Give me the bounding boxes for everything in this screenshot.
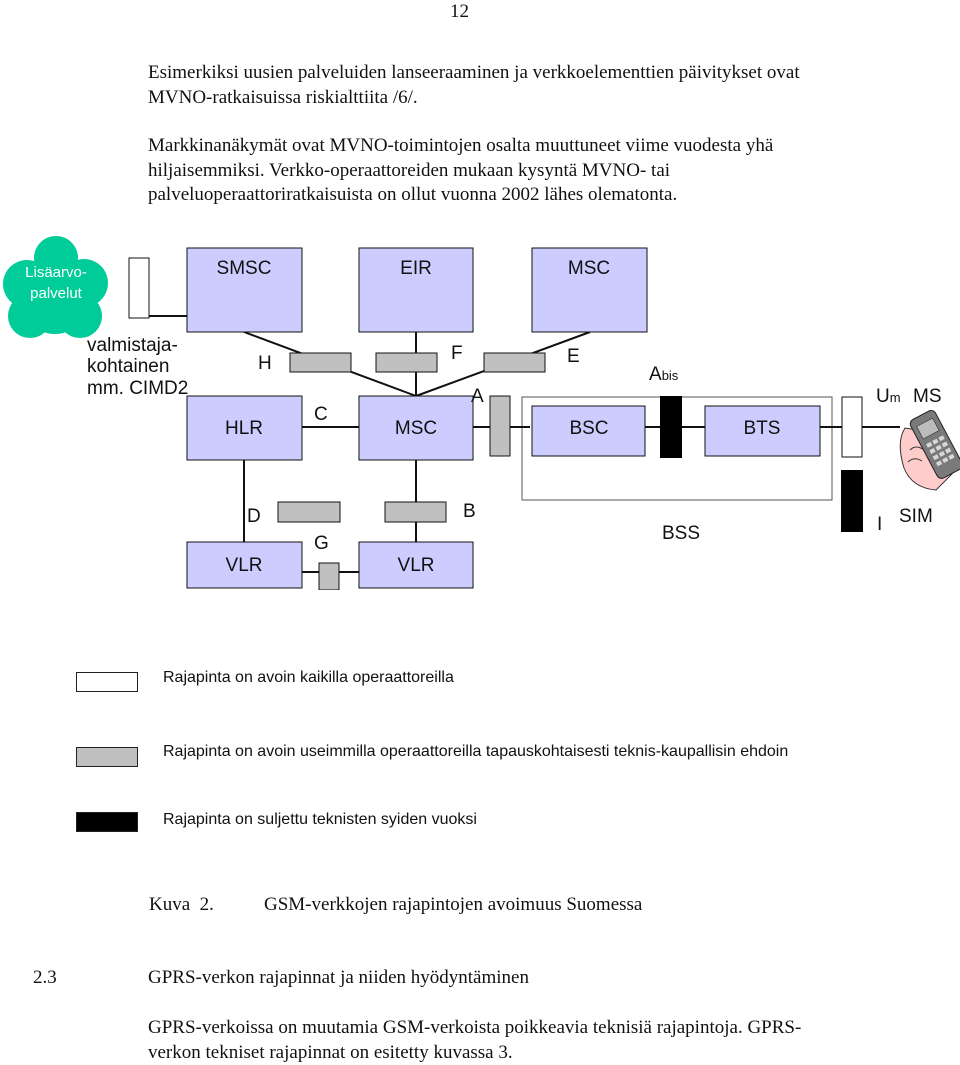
interface-label-b: B — [463, 501, 476, 522]
node-vlr-left — [186, 541, 303, 589]
paragraph-line: hiljaisemmiksi. Verkko-operaattoreiden m… — [148, 159, 671, 181]
interface-marker-e — [483, 352, 546, 373]
node-msc-top-label: MSC — [568, 258, 610, 279]
paragraph-line: GPRS-verkoissa on muutamia GSM-verkoista… — [148, 1017, 802, 1038]
interface-label-abis: Abis — [649, 364, 679, 385]
interface-marker-um — [841, 396, 863, 458]
node-vlr-right — [358, 541, 474, 589]
interface-label-c: C — [314, 404, 328, 425]
interface-label-e: E — [567, 346, 580, 367]
interface-label-abis-main: A — [649, 364, 662, 385]
legend-text-closed: Rajapinta on suljettu teknisten syiden v… — [163, 811, 477, 828]
interface-label-h: H — [258, 353, 272, 374]
node-hlr — [186, 395, 303, 461]
cloud-note-line-3: mm. CIMD2 — [87, 378, 188, 399]
cloud-note-line-1: valmistaja- — [87, 335, 178, 356]
legend-swatch-open — [76, 672, 138, 692]
paragraph-2: Markkinanäkymät ovat MVNO-toimintojen os… — [148, 134, 773, 208]
node-bts-label: BTS — [744, 418, 781, 439]
node-msc-center-label: MSC — [395, 418, 437, 439]
interface-markers-open — [128, 257, 863, 458]
section-number: 2.3 — [33, 967, 57, 988]
interface-markers-closed — [660, 396, 863, 532]
node-msc-top — [531, 247, 648, 333]
interface-marker-abis — [660, 396, 682, 458]
interface-marker-cloud — [128, 257, 150, 319]
interface-label-ms: MS — [913, 386, 942, 407]
section-title: GPRS-verkon rajapinnat ja niiden hyödynt… — [148, 967, 529, 988]
section-body: GPRS-verkoissa on muutamia GSM-verkoista… — [148, 1016, 801, 1065]
interface-marker-i — [841, 470, 863, 532]
interface-marker-g-visible — [318, 562, 340, 590]
interface-markers-partial — [277, 352, 546, 590]
node-smsc — [186, 247, 303, 333]
figure-caption-text: GSM-verkkojen rajapintojen avoimuus Suom… — [264, 894, 643, 915]
bss-label: BSS — [662, 523, 700, 544]
legend-text-partial: Rajapinta on avoin useimmilla operaattor… — [163, 743, 789, 760]
connection-lines — [140, 315, 900, 573]
interface-labels: H C F A E Abis Um MS D G B I SIM — [247, 343, 942, 554]
cloud-label-line-2: palvelut — [30, 285, 83, 302]
legend-text-open: Rajapinta on avoin kaikilla operaattorei… — [163, 669, 454, 686]
interface-label-g: G — [314, 533, 329, 554]
interface-label-um-main: U — [876, 386, 890, 407]
node-vlr-right-label: VLR — [398, 555, 435, 576]
mobile-phone-icon — [899, 409, 960, 491]
network-nodes — [186, 247, 821, 589]
interface-label-i: I — [877, 514, 882, 535]
node-hlr-label: HLR — [225, 418, 263, 439]
interface-label-sim: SIM — [899, 506, 933, 527]
gsm-interface-diagram: Lisäarvo- palvelut valmistaja- kohtainen… — [3, 236, 960, 590]
node-msc-center — [358, 395, 474, 461]
legend-swatch-partial — [76, 747, 138, 767]
node-bsc — [531, 405, 646, 457]
paragraph-line: verkon tekniset rajapinnat on esitetty k… — [148, 1041, 513, 1063]
legend-swatch-closed — [76, 812, 138, 832]
paragraph-line: palveluoperaattoriratkaisuista on ollut … — [148, 184, 678, 205]
node-eir-label: EIR — [400, 258, 432, 279]
value-added-services-cloud — [3, 236, 108, 338]
node-eir — [358, 247, 474, 333]
interface-label-d: D — [247, 506, 261, 527]
cloud-label-line-1: Lisäarvo- — [25, 264, 87, 281]
node-bsc-label: BSC — [569, 418, 608, 439]
interface-label-um: Um — [876, 386, 901, 407]
interface-label-f: F — [451, 343, 463, 364]
interface-marker-h — [289, 352, 352, 373]
paragraph-line: Markkinanäkymät ovat MVNO-toimintojen os… — [148, 135, 774, 156]
interface-marker-d — [277, 501, 341, 523]
paragraph-line: Esimerkiksi uusien palveluiden lanseeraa… — [148, 62, 800, 83]
node-bts — [704, 405, 821, 457]
interface-marker-f — [375, 352, 438, 373]
figure-caption-label: Kuva 2. — [149, 894, 214, 915]
cloud-note-line-2: kohtainen — [87, 356, 169, 377]
interface-label-um-sub: m — [890, 390, 901, 405]
node-smsc-label: SMSC — [217, 258, 272, 279]
node-vlr-left-label: VLR — [226, 555, 263, 576]
paragraph-1: Esimerkiksi uusien palveluiden lanseeraa… — [148, 61, 800, 110]
paragraph-line: MVNO-ratkaisuissa riskialttiita /6/. — [148, 86, 418, 108]
interface-label-a: A — [471, 386, 484, 407]
interface-label-abis-sub: bis — [662, 368, 679, 383]
page-number: 12 — [450, 1, 469, 22]
interface-marker-a — [489, 395, 511, 457]
interface-marker-b — [384, 501, 447, 523]
